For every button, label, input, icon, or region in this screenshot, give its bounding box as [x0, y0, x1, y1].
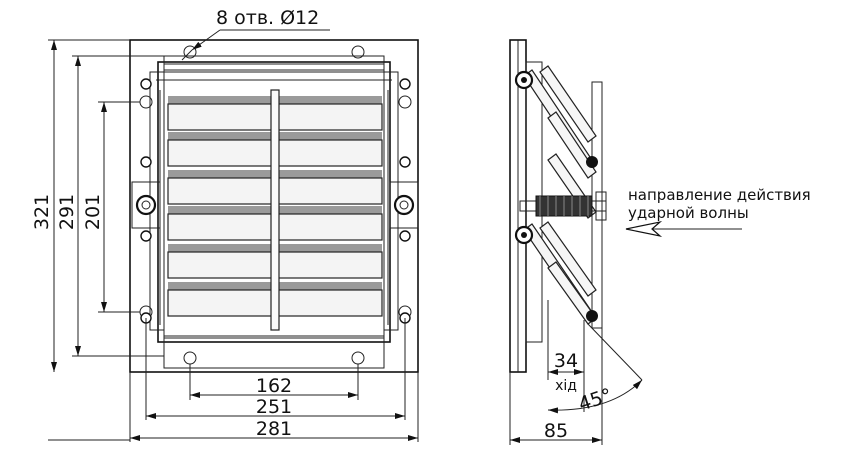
dim-height-outer: 321: [31, 194, 53, 230]
angle-label: 45°: [576, 384, 615, 415]
dim-stroke: 34: [554, 350, 578, 372]
right-bracket: [389, 181, 419, 229]
shock-direction-arrow: [625, 220, 663, 238]
mounting-hole: [398, 95, 412, 109]
dim-depth: 85: [544, 420, 568, 442]
dim-width-mid: 251: [256, 396, 292, 418]
left-bracket: [131, 181, 161, 229]
dim-width-outer: 281: [256, 418, 292, 440]
mounting-hole: [183, 45, 197, 59]
direction-label-line1: направление действия: [628, 186, 811, 204]
holes-label: 8 отв. Ø12: [216, 7, 319, 29]
spring-bolt: [519, 191, 607, 221]
vertical-dimensions: 321 291 201: [31, 39, 164, 441]
dim-width-holes: 162: [256, 375, 292, 397]
horizontal-dimensions: 162 251 281: [129, 318, 419, 442]
front-view: 8 отв. Ø12 321 291 201: [31, 7, 419, 442]
right-bracket-bolt: [393, 194, 415, 216]
direction-label-line2: ударной волны: [628, 204, 749, 222]
mounting-hole: [351, 45, 365, 59]
dim-height-inner: 201: [82, 194, 104, 230]
bottom-crossbar: [163, 335, 385, 369]
dim-height-mid: 291: [56, 194, 78, 230]
side-view: направление действия ударной волны 34 хі…: [509, 39, 811, 445]
side-blades: [523, 65, 597, 325]
stroke-label: хід: [555, 378, 577, 394]
side-pivots: [514, 70, 598, 322]
mounting-hole: [183, 351, 197, 365]
mounting-hole: [351, 351, 365, 365]
center-tie-bar: [270, 89, 280, 331]
left-bracket-bolt: [135, 194, 157, 216]
